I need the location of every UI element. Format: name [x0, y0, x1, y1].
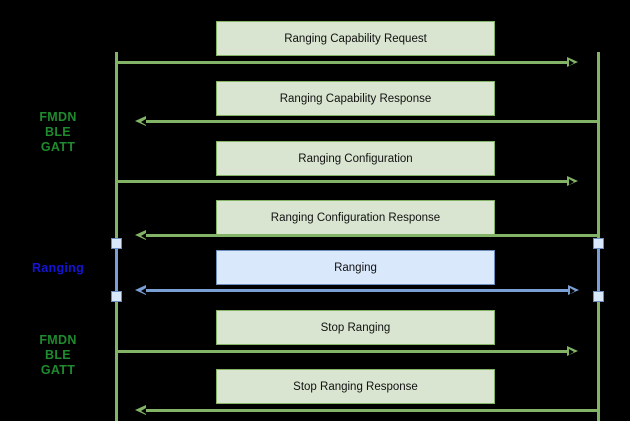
right-ranging-start-node — [593, 238, 604, 249]
message-box-stop-ranging-response: Stop Ranging Response — [216, 369, 495, 404]
message-label: Stop Ranging Response — [293, 380, 418, 393]
left-lifeline — [115, 52, 118, 421]
phase-label-ranging: Ranging — [31, 261, 85, 275]
left-ranging-start-node — [111, 238, 122, 249]
right-ranging-activation — [597, 243, 600, 296]
left-ranging-activation — [115, 243, 118, 296]
message-arrow-ranging-capability-response — [135, 116, 598, 127]
message-arrow-ranging-capability-request — [116, 57, 578, 68]
message-box-ranging-configuration-response: Ranging Configuration Response — [216, 200, 495, 235]
phase-label-fmdn-top: FMDN BLE GATT — [39, 110, 77, 154]
message-label: Ranging — [334, 261, 377, 274]
message-box-stop-ranging: Stop Ranging — [216, 310, 495, 345]
message-box-ranging-capability-request: Ranging Capability Request — [216, 21, 495, 56]
right-lifeline — [597, 52, 600, 421]
message-label: Stop Ranging — [320, 321, 391, 334]
left-ranging-end-node — [111, 291, 122, 302]
message-box-ranging-configuration: Ranging Configuration — [216, 141, 495, 176]
phase-label-fmdn-bottom: FMDN BLE GATT — [39, 333, 77, 377]
message-label: Ranging Configuration Response — [270, 211, 441, 224]
message-arrow-stop-ranging — [116, 346, 578, 357]
message-label: Ranging Configuration — [298, 152, 413, 165]
message-arrow-ranging-configuration — [116, 176, 578, 187]
message-box-ranging-capability-response: Ranging Capability Response — [216, 81, 495, 116]
message-label: Ranging Capability Response — [279, 92, 432, 105]
message-label: Ranging Capability Request — [284, 32, 427, 45]
message-arrow-stop-ranging-response — [135, 405, 598, 416]
right-ranging-end-node — [593, 291, 604, 302]
message-arrow-ranging-bidirectional — [135, 285, 579, 296]
message-box-ranging: Ranging — [216, 250, 495, 285]
message-arrow-ranging-configuration-response — [135, 230, 598, 241]
